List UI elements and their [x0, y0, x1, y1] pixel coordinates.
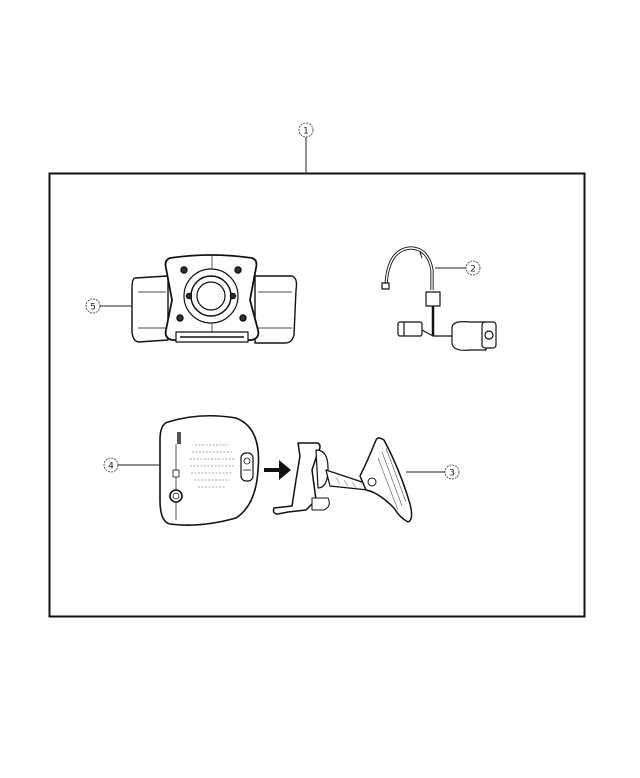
navigation-unit — [159, 414, 260, 526]
callout-4-label: 4 — [108, 462, 114, 472]
callout-2: 2 — [435, 260, 481, 276]
suction-cup-mount — [272, 437, 413, 523]
callout-3-label: 3 — [449, 469, 455, 479]
callout-2-label: 2 — [470, 265, 476, 275]
dash-mount-bracket — [131, 254, 298, 344]
callout-3: 3 — [406, 464, 460, 480]
callout-4: 4 — [103, 457, 160, 473]
callout-5-label: 5 — [90, 303, 96, 313]
right-arrow-icon — [264, 460, 291, 480]
wiring-harness — [381, 246, 497, 351]
assembly-frame — [48, 172, 586, 618]
callout-1-label: 1 — [303, 127, 309, 137]
callout-5: 5 — [85, 298, 132, 314]
callout-1: 1 — [298, 122, 314, 173]
